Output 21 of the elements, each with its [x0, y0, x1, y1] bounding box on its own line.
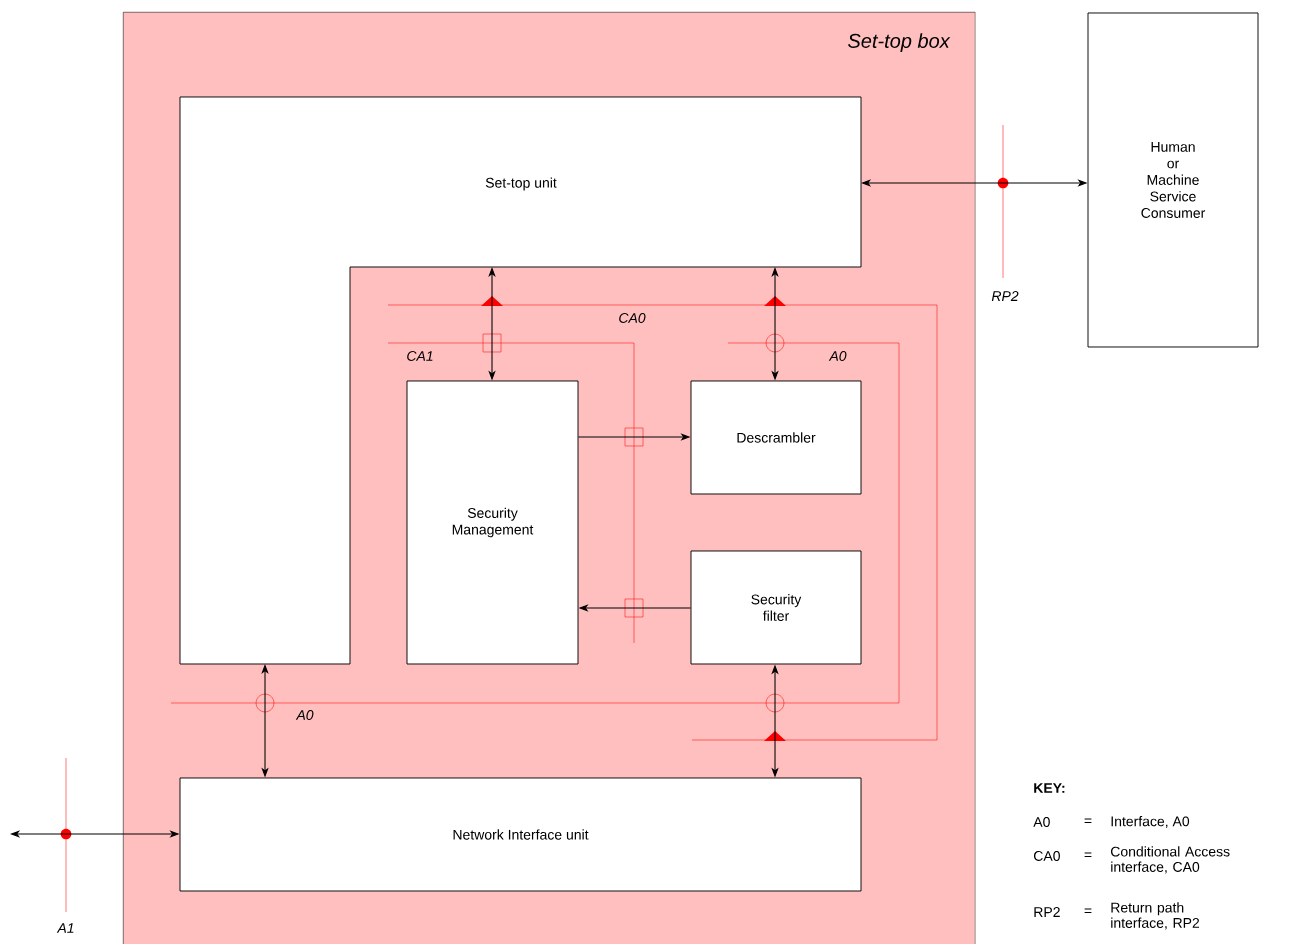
- consumer-box: Human or Machine Service Consumer: [1087, 12, 1259, 348]
- interface-label: CA0: [619, 313, 646, 323]
- interface-label: A0: [295, 710, 314, 720]
- key-text: =: [1084, 818, 1092, 824]
- unit-box: Network Interface unit: [179, 777, 862, 892]
- interface-label: RP2: [991, 291, 1019, 301]
- key-text: Interface, A0: [1111, 816, 1190, 828]
- unit-box: Security Management: [406, 380, 579, 665]
- interface-label: A0: [828, 351, 847, 361]
- key-text: Conditional Access interface, CA0: [1111, 846, 1230, 874]
- key-text: A0: [1033, 817, 1050, 827]
- key-text: =: [1084, 852, 1092, 858]
- key-text: Return path interface, RP2: [1111, 902, 1200, 930]
- unit-box: Security filter: [690, 550, 862, 665]
- interface-label: CA1: [407, 351, 433, 361]
- key-heading: KEY:: [1034, 783, 1065, 793]
- unit-box: Descrambler: [690, 380, 862, 495]
- key-text: CA0: [1034, 851, 1060, 861]
- interface-label: A1: [56, 923, 74, 933]
- key-text: RP2: [1034, 907, 1060, 917]
- key-text: =: [1084, 908, 1092, 914]
